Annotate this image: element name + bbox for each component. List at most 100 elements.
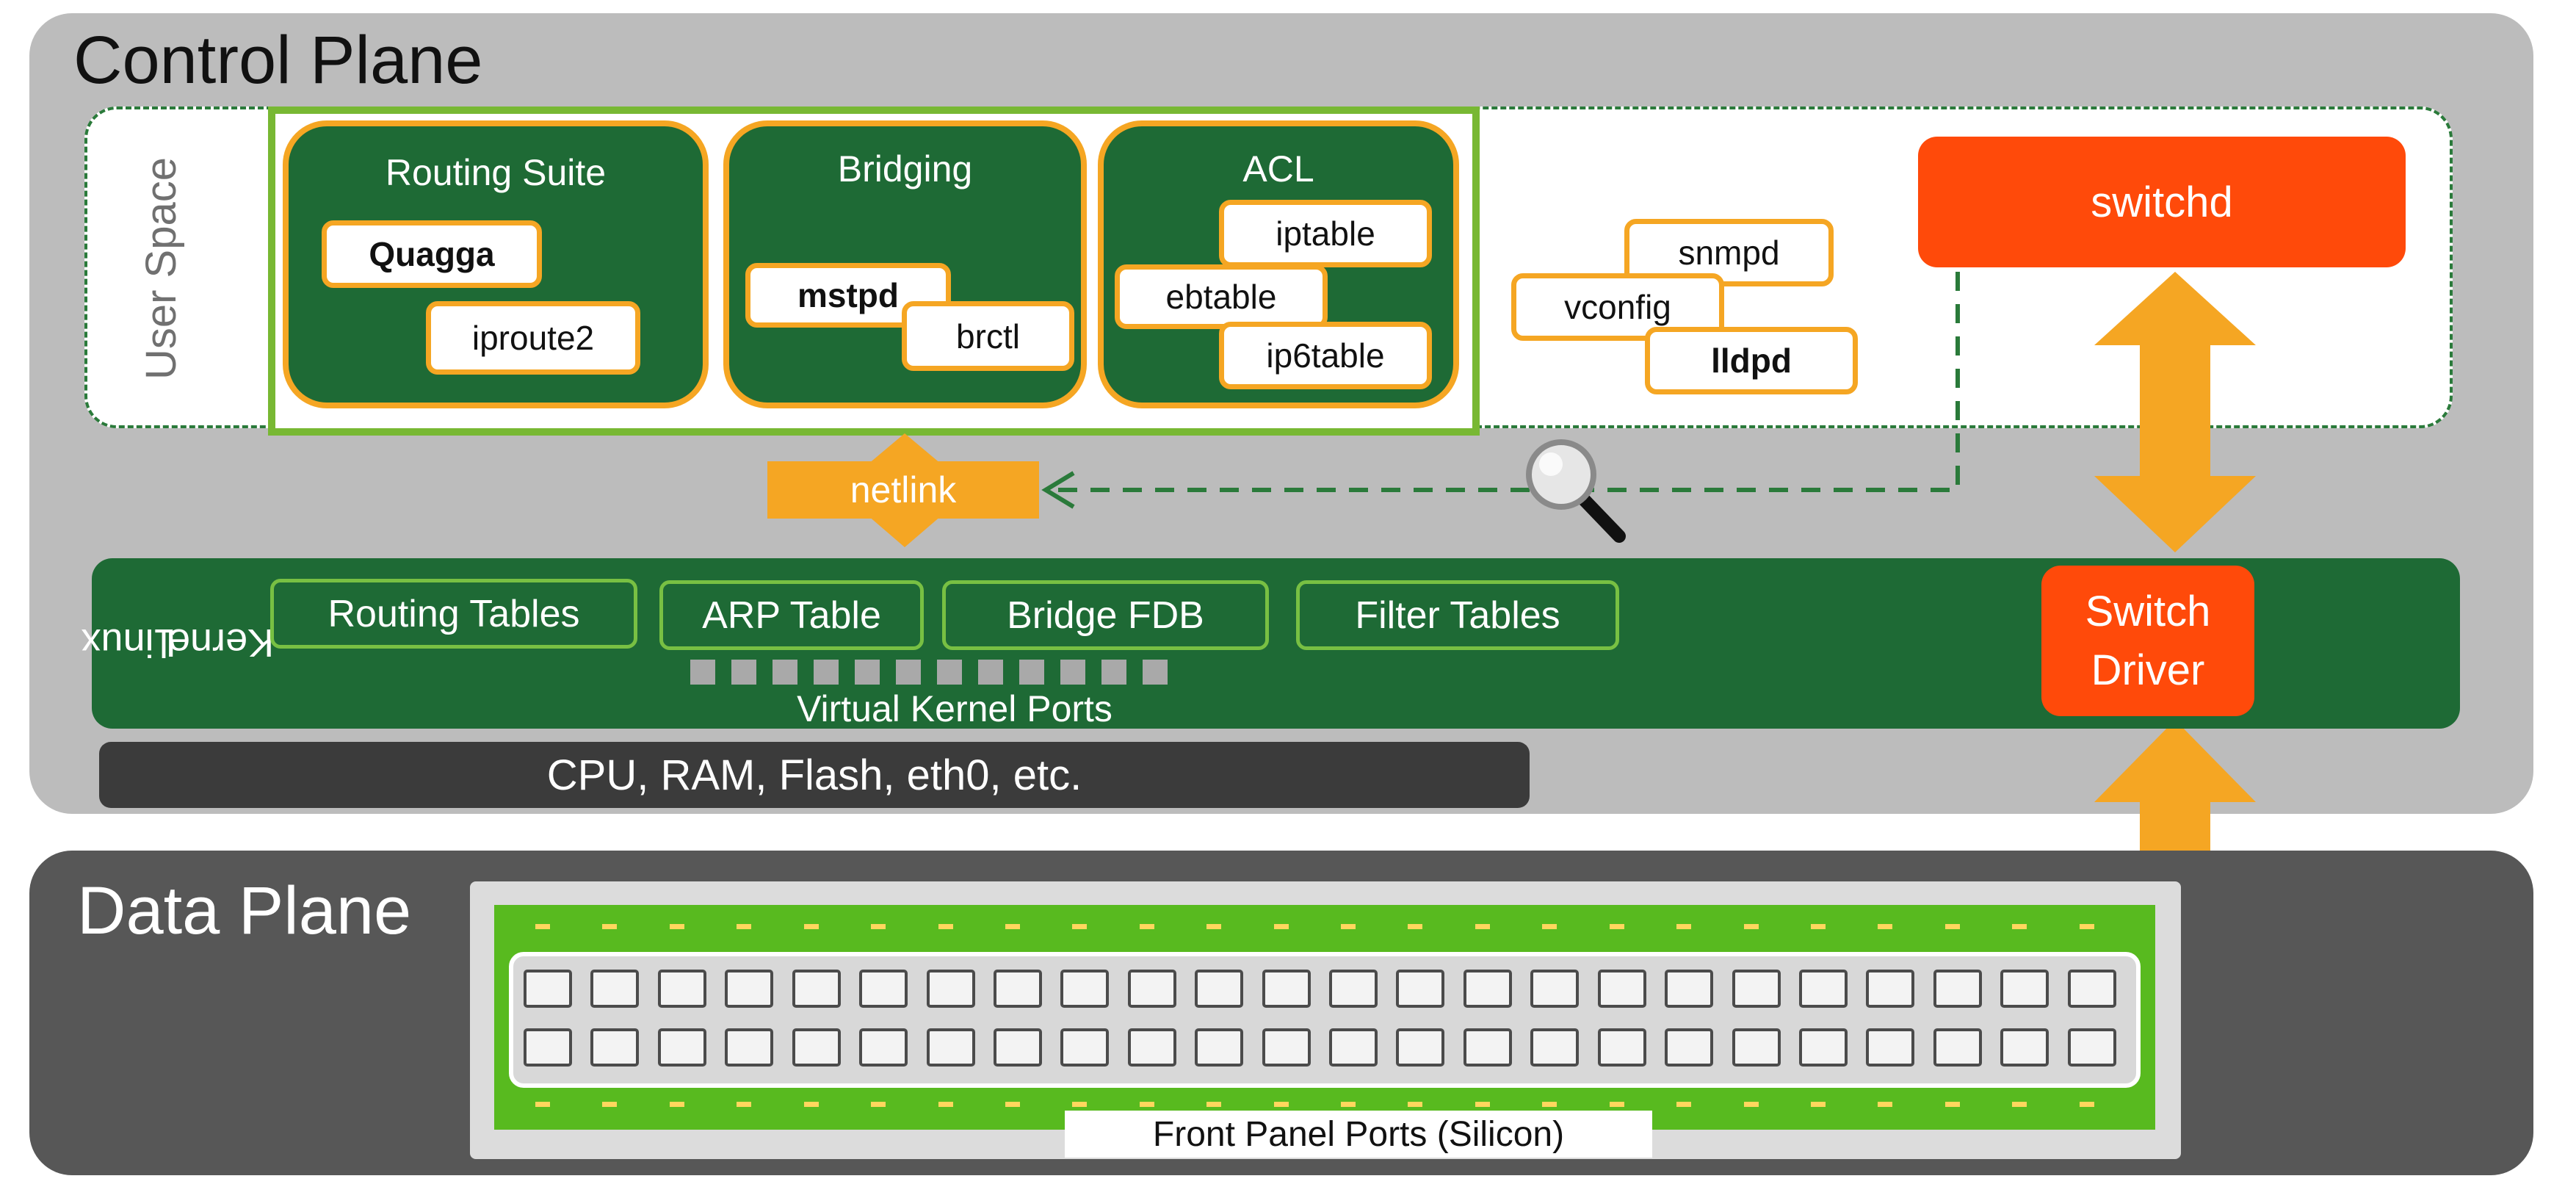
routing-suite-title: Routing Suite	[385, 152, 607, 193]
port-led	[1676, 1102, 1692, 1107]
ethernet-port-icon	[1262, 1028, 1311, 1067]
port-led	[1475, 1102, 1490, 1107]
ethernet-port-icon	[926, 970, 975, 1008]
ethernet-port-icon	[926, 1028, 975, 1067]
port-led	[1542, 1102, 1557, 1107]
port-led	[1743, 1102, 1759, 1107]
ethernet-port-icon	[1530, 1028, 1580, 1067]
ethernet-port-icon	[1866, 970, 1915, 1008]
ethernet-port-icon	[1732, 970, 1781, 1008]
port-led	[1542, 924, 1557, 929]
netlink-arrow-down	[868, 516, 941, 547]
ethernet-port-icon	[993, 1028, 1042, 1067]
ethernet-port-icon	[1396, 970, 1445, 1008]
front-panel-label: Front Panel Ports (Silicon)	[1065, 1111, 1652, 1158]
ethernet-port-icon	[1060, 970, 1110, 1008]
ethernet-port-icon	[792, 1028, 841, 1067]
ethernet-port-icon	[1127, 1028, 1176, 1067]
port-led	[1609, 924, 1624, 929]
port-led	[1005, 924, 1020, 929]
port-led	[602, 924, 618, 929]
ethernet-port-icon	[524, 970, 572, 1008]
control-plane-title: Control Plane	[73, 23, 483, 98]
port-led	[1475, 924, 1490, 929]
ethernet-port-icon	[1463, 1028, 1512, 1067]
port-led	[1743, 924, 1759, 929]
port-led	[1810, 1102, 1826, 1107]
port-led	[2012, 924, 2027, 929]
switch-driver-line1: Switch	[2085, 587, 2211, 635]
ethernet-port-icon	[1127, 970, 1176, 1008]
port-led	[1676, 924, 1692, 929]
port-led	[1139, 1102, 1154, 1107]
port-led	[1005, 1102, 1020, 1107]
led-row-bottom	[509, 1102, 2141, 1109]
iptable-box: iptable	[1219, 200, 1432, 267]
virtual-port	[1019, 660, 1044, 685]
switchd-box: switchd	[1918, 137, 2406, 267]
ethernet-port-icon	[1060, 1028, 1110, 1067]
ethernet-port-icon	[1798, 970, 1848, 1008]
ethernet-port-icon	[725, 970, 774, 1008]
ethernet-port-icon	[1329, 970, 1378, 1008]
port-led	[871, 924, 886, 929]
netlink-arrow-up	[868, 433, 941, 464]
dashed-arrowhead	[1041, 471, 1075, 509]
ethernet-port-icon	[657, 970, 706, 1008]
port-led	[1878, 924, 1893, 929]
port-led	[737, 924, 752, 929]
port-led	[938, 1102, 953, 1107]
port-led	[803, 924, 819, 929]
ethernet-port-icon	[859, 1028, 908, 1067]
virtual-kernel-ports	[690, 660, 1175, 689]
switch-driver-line2: Driver	[2091, 646, 2205, 694]
ethernet-port-icon	[1329, 1028, 1378, 1067]
virtual-port	[773, 660, 797, 685]
port-led	[1408, 1102, 1423, 1107]
port-led	[1206, 924, 1222, 929]
led-row-top	[509, 924, 2141, 931]
port-led	[1341, 924, 1356, 929]
port-led	[1273, 1102, 1289, 1107]
ethernet-port-icon	[524, 1028, 572, 1067]
virtual-port	[937, 660, 962, 685]
ethernet-port-icon	[1665, 970, 1714, 1008]
ethernet-port-icon	[1195, 1028, 1244, 1067]
port-led	[1072, 924, 1088, 929]
ethernet-port-icon	[1195, 970, 1244, 1008]
ethernet-port-icon	[1933, 1028, 1982, 1067]
port-led	[1139, 924, 1154, 929]
magnifier-icon	[1526, 439, 1626, 543]
port-led	[1944, 1102, 1960, 1107]
ip6table-box: ip6table	[1219, 322, 1432, 389]
port-led	[1878, 1102, 1893, 1107]
arp-table-box: ARP Table	[659, 580, 924, 650]
port-led	[1072, 1102, 1088, 1107]
port-led	[1944, 924, 1960, 929]
ethernet-port-icon	[1866, 1028, 1915, 1067]
port-led	[2079, 924, 2094, 929]
ethernet-port-icon	[2000, 1028, 2049, 1067]
ethernet-port-icon	[590, 970, 640, 1008]
port-led	[602, 1102, 618, 1107]
ethernet-port-icon	[1463, 970, 1512, 1008]
ethernet-port-icon	[792, 970, 841, 1008]
ethernet-port-icon	[1665, 1028, 1714, 1067]
ethernet-port-icon	[590, 1028, 640, 1067]
ethernet-port-icon	[1597, 1028, 1646, 1067]
ethernet-port-icon	[1530, 970, 1580, 1008]
port-led	[535, 924, 550, 929]
brctl-box: brctl	[902, 301, 1074, 371]
ethernet-port-icon	[859, 970, 908, 1008]
front-panel-ports	[509, 952, 2141, 1088]
acl-title: ACL	[1242, 148, 1314, 190]
ethernet-port-icon	[1262, 970, 1311, 1008]
port-led	[1810, 924, 1826, 929]
virtual-port	[1143, 660, 1168, 685]
port-led	[2079, 1102, 2094, 1107]
dashed-connector	[1049, 272, 1960, 492]
port-led	[737, 1102, 752, 1107]
ethernet-port-icon	[2067, 1028, 2116, 1067]
